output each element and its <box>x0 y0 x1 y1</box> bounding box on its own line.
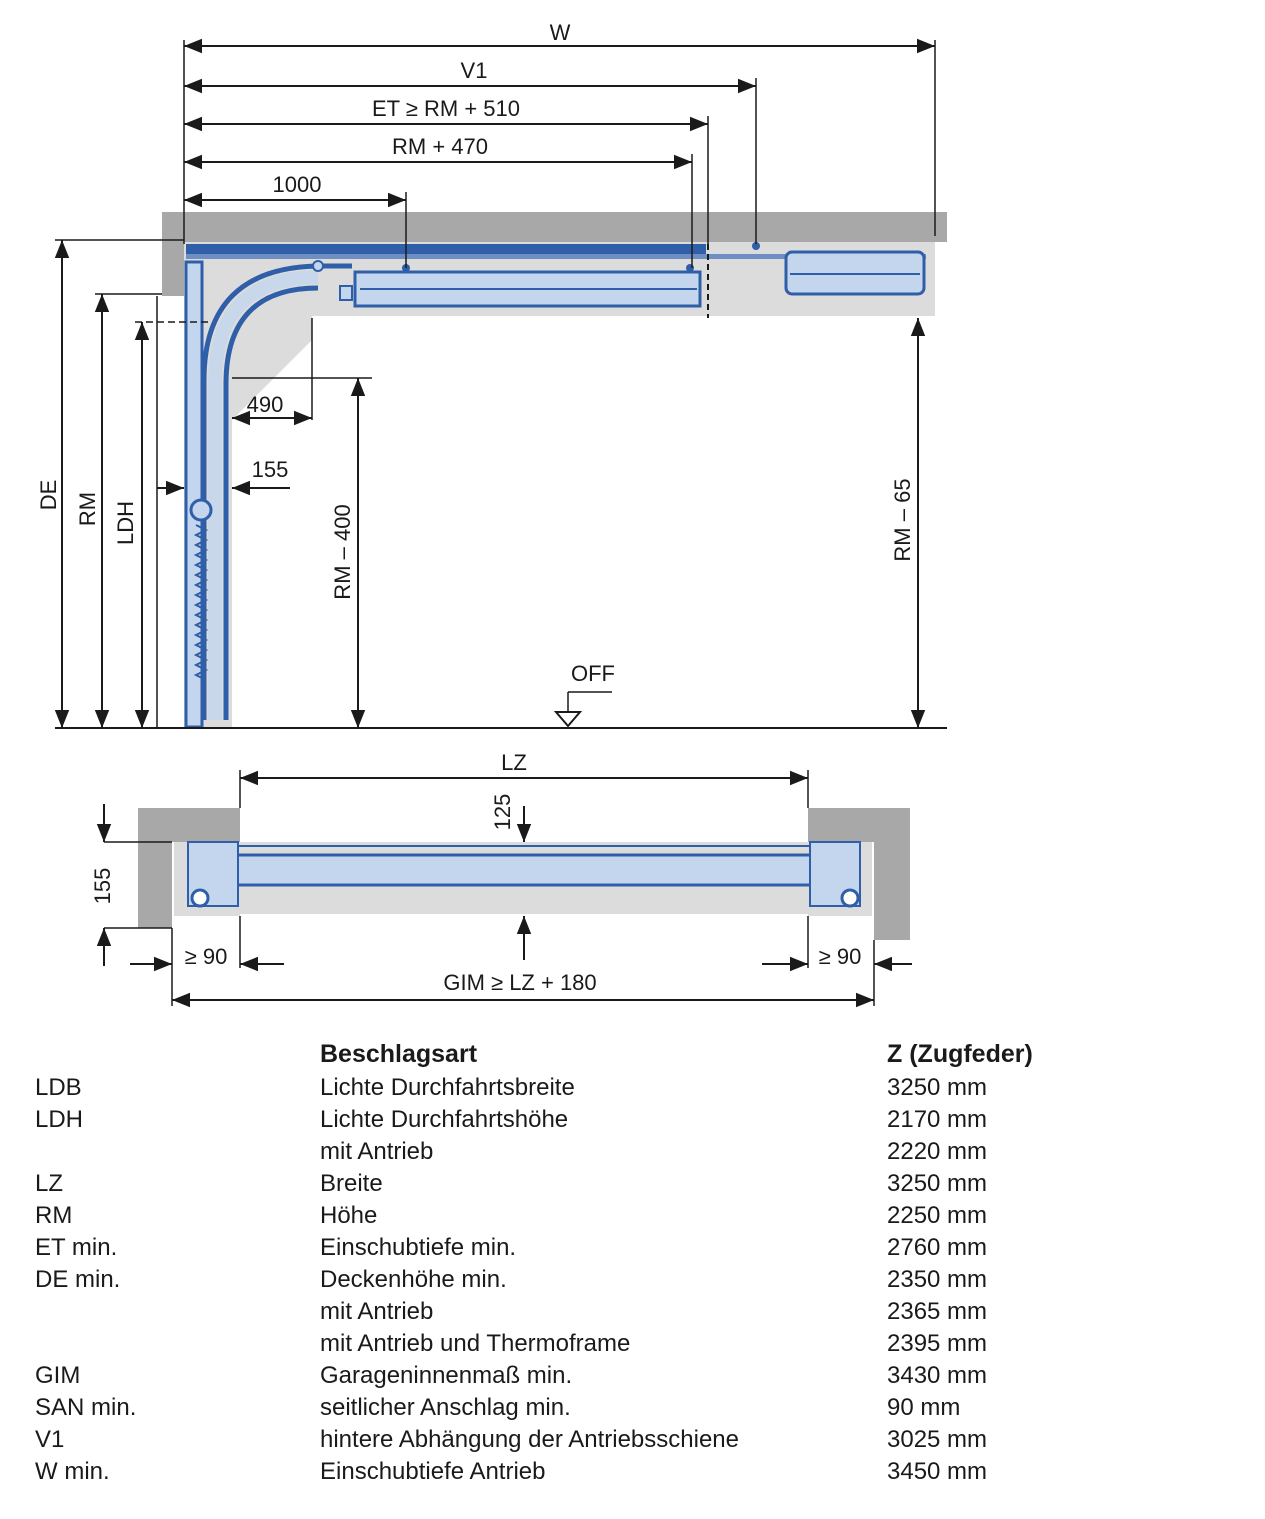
curved-track <box>201 263 352 720</box>
row-desc: Einschubtiefe min. <box>320 1234 517 1261</box>
label-de: DE <box>36 480 61 511</box>
row-abbr: ET min. <box>35 1234 118 1261</box>
row-desc: Einschubtiefe Antrieb <box>320 1458 546 1485</box>
table-row: LDH Lichte Durchfahrtshöhe 2170 mm <box>0 1104 1265 1136</box>
row-desc: mit Antrieb und Thermoframe <box>320 1330 631 1357</box>
row-value: 2365 mm <box>887 1298 988 1325</box>
label-ge90-left: ≥ 90 <box>185 944 228 969</box>
row-desc: Lichte Durchfahrtsbreite <box>320 1074 575 1101</box>
label-490: 490 <box>247 392 284 417</box>
row-abbr: LZ <box>35 1170 64 1197</box>
row-abbr: V1 <box>35 1426 65 1453</box>
row-desc: Garageninnenmaß min. <box>320 1362 573 1389</box>
row-value: 2250 mm <box>887 1202 988 1229</box>
label-off: OFF <box>571 661 615 686</box>
row-desc: mit Antrieb <box>320 1298 434 1325</box>
label-rm400: RM – 400 <box>330 504 355 599</box>
left-wall <box>138 808 240 928</box>
label-155: 155 <box>252 457 289 482</box>
door-leaf-plan <box>226 853 822 887</box>
row-desc: Breite <box>320 1170 383 1197</box>
row-abbr: RM <box>35 1202 73 1229</box>
label-lz: LZ <box>501 750 527 775</box>
row-value: 3025 mm <box>887 1426 988 1453</box>
row-desc: Höhe <box>320 1202 378 1229</box>
label-ldh: LDH <box>113 501 138 545</box>
table-row: LDB Lichte Durchfahrtsbreite 3250 mm <box>0 1072 1265 1104</box>
label-rm: RM <box>75 492 100 526</box>
row-desc: mit Antrieb <box>320 1138 434 1165</box>
label-125: 125 <box>490 794 515 831</box>
row-value: 2760 mm <box>887 1234 988 1261</box>
table-row: mit Antrieb 2365 mm <box>0 1296 1265 1328</box>
horizontal-track <box>186 244 706 254</box>
table-row: LZ Breite 3250 mm <box>0 1168 1265 1200</box>
table-row: V1 hintere Abhängung der Antriebsschiene… <box>0 1424 1265 1456</box>
plan-section-view: LZ 125 155 ≥ 90 ≥ 90 GIM ≥ LZ + 180 <box>90 750 912 1008</box>
row-abbr: LDH <box>35 1106 84 1133</box>
label-155-plan: 155 <box>90 868 115 905</box>
drive-rail <box>186 254 926 259</box>
label-gim: GIM ≥ LZ + 180 <box>443 970 596 995</box>
header-col2: Beschlagsart <box>320 1040 478 1068</box>
garage-door-diagram: W V1 ET ≥ RM + 510 RM + 470 1000 490 155… <box>36 20 947 1008</box>
label-v1: V1 <box>461 58 488 83</box>
table-row: RM Höhe 2250 mm <box>0 1200 1265 1232</box>
row-abbr: SAN min. <box>35 1394 137 1421</box>
row-abbr: W min. <box>35 1458 110 1485</box>
row-desc: seitlicher Anschlag min. <box>320 1394 571 1421</box>
row-value: 3250 mm <box>887 1170 988 1197</box>
label-rm65: RM – 65 <box>890 478 915 561</box>
row-value: 90 mm <box>887 1394 961 1421</box>
table-row: mit Antrieb 2220 mm <box>0 1136 1265 1168</box>
row-value: 2395 mm <box>887 1330 988 1357</box>
row-abbr: GIM <box>35 1362 81 1389</box>
row-value: 3430 mm <box>887 1362 988 1389</box>
side-section-view: W V1 ET ≥ RM + 510 RM + 470 1000 490 155… <box>36 20 947 729</box>
header-col3: Z (Zugfeder) <box>887 1040 1033 1068</box>
row-desc: Lichte Durchfahrtshöhe <box>320 1106 569 1133</box>
label-w: W <box>550 20 571 45</box>
row-desc: hintere Abhängung der Antriebsschiene <box>320 1426 739 1453</box>
tension-spring <box>189 498 213 681</box>
ceiling-wall <box>162 212 947 242</box>
table-header: Beschlagsart Z (Zugfeder) <box>0 1038 1265 1070</box>
row-desc: Deckenhöhe min. <box>320 1266 507 1293</box>
row-value: 3250 mm <box>887 1074 988 1101</box>
table-row: DE min. Deckenhöhe min. 2350 mm <box>0 1264 1265 1296</box>
label-1000: 1000 <box>273 172 322 197</box>
track-recess <box>184 242 935 728</box>
table-row: mit Antrieb und Thermoframe 2395 mm <box>0 1328 1265 1360</box>
row-value: 2350 mm <box>887 1266 988 1293</box>
row-value: 2170 mm <box>887 1106 988 1133</box>
table-row: SAN min. seitlicher Anschlag min. 90 mm <box>0 1392 1265 1424</box>
row-abbr: DE min. <box>35 1266 121 1293</box>
row-value: 2220 mm <box>887 1138 988 1165</box>
label-et: ET ≥ RM + 510 <box>372 96 520 121</box>
row-abbr: LDB <box>35 1074 82 1101</box>
off-floor-marker <box>553 691 612 728</box>
label-rm470: RM + 470 <box>392 134 488 159</box>
row-value: 3450 mm <box>887 1458 988 1485</box>
table-row: W min. Einschubtiefe Antrieb 3450 mm <box>0 1456 1265 1488</box>
table-row: ET min. Einschubtiefe min. 2760 mm <box>0 1232 1265 1264</box>
lintel-wall <box>162 212 184 296</box>
table-row: GIM Garageninnenmaß min. 3430 mm <box>0 1360 1265 1392</box>
label-ge90-right: ≥ 90 <box>819 944 862 969</box>
